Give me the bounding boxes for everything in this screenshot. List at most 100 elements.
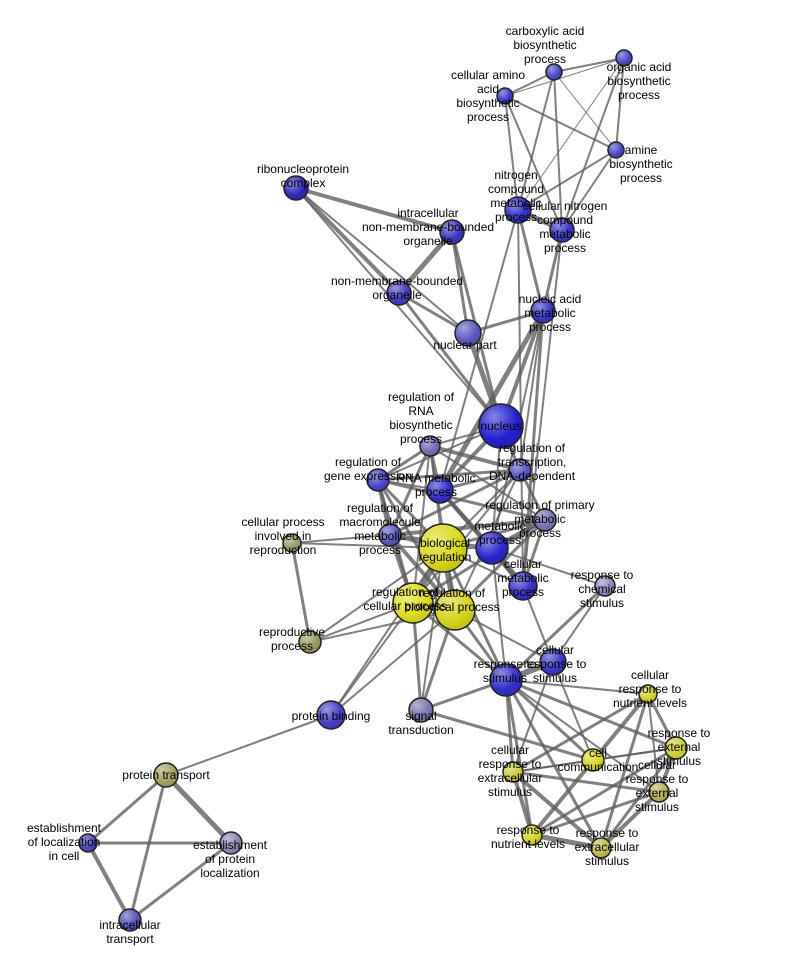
node-nmb[interactable] xyxy=(386,280,412,306)
node-inmb[interactable] xyxy=(439,219,465,245)
node-rstim[interactable] xyxy=(489,663,523,697)
node-cpir[interactable] xyxy=(282,533,302,553)
node-itrans[interactable] xyxy=(118,908,142,932)
node-rtrans[interactable] xyxy=(508,458,532,482)
node-rextr[interactable] xyxy=(590,837,612,859)
node-circle-repro[interactable] xyxy=(298,630,322,654)
node-circle-crextr[interactable] xyxy=(502,761,524,783)
node-circle-crstim[interactable] xyxy=(539,648,567,676)
node-met[interactable] xyxy=(475,531,509,565)
node-circle-crnut[interactable] xyxy=(638,684,658,704)
node-comm[interactable] xyxy=(581,748,605,772)
node-circle-nam[interactable] xyxy=(530,298,556,324)
edge-eloc-itrans xyxy=(86,841,132,922)
node-circle-nucpart[interactable] xyxy=(454,319,482,347)
node-circle-nitro[interactable] xyxy=(504,196,532,224)
node-rbio[interactable] xyxy=(434,589,476,631)
node-crstim[interactable] xyxy=(539,648,567,676)
node-circle-rext[interactable] xyxy=(664,736,688,760)
node-circle-rgene[interactable] xyxy=(366,468,390,492)
edge-org-cnitro xyxy=(561,57,625,231)
node-circle-amine[interactable] xyxy=(607,141,625,159)
edge-crextr-rextr xyxy=(511,770,603,850)
node-circle-rtrans[interactable] xyxy=(508,458,532,482)
node-pbind[interactable] xyxy=(316,700,346,730)
edge-carb-amine xyxy=(553,71,617,151)
node-circle-crext[interactable] xyxy=(648,781,670,803)
node-circle-rnam[interactable] xyxy=(426,476,454,504)
node-circle-rnp[interactable] xyxy=(283,175,309,201)
node-circle-carb[interactable] xyxy=(545,63,563,81)
node-nitro[interactable] xyxy=(504,196,532,224)
node-nucpart[interactable] xyxy=(454,319,482,347)
edge-amino-nitro xyxy=(504,95,519,211)
node-rmac[interactable] xyxy=(378,523,402,547)
node-circle-eprot[interactable] xyxy=(219,831,243,855)
node-circle-rextr[interactable] xyxy=(590,837,612,859)
node-cmet[interactable] xyxy=(508,571,538,601)
node-rnut[interactable] xyxy=(521,824,543,846)
edge-org-nitro xyxy=(517,57,625,211)
node-ptrans[interactable] xyxy=(153,762,179,788)
node-org[interactable] xyxy=(615,49,633,67)
node-circle-met[interactable] xyxy=(475,531,509,565)
node-circle-comm[interactable] xyxy=(581,748,605,772)
node-circle-amino[interactable] xyxy=(496,87,514,105)
node-rext[interactable] xyxy=(664,736,688,760)
node-amino[interactable] xyxy=(496,87,514,105)
node-circle-sigtrans[interactable] xyxy=(408,697,434,723)
node-circle-rprim[interactable] xyxy=(533,508,557,532)
edge-rext-rnut xyxy=(530,746,678,837)
node-crnut[interactable] xyxy=(638,684,658,704)
node-carb[interactable] xyxy=(545,63,563,81)
node-circle-pbind[interactable] xyxy=(316,700,346,730)
node-circle-nucleus[interactable] xyxy=(478,403,524,449)
node-circle-rchem[interactable] xyxy=(594,575,616,597)
edge-rmac-cpir xyxy=(291,534,391,544)
node-circle-itrans[interactable] xyxy=(118,908,142,932)
node-amine[interactable] xyxy=(607,141,625,159)
node-circle-rstim[interactable] xyxy=(489,663,523,697)
node-circle-eloc[interactable] xyxy=(78,833,98,853)
node-circle-cnitro[interactable] xyxy=(549,217,575,243)
node-circle-ptrans[interactable] xyxy=(153,762,179,788)
node-circle-bioreg[interactable] xyxy=(418,523,468,573)
node-circle-rmac[interactable] xyxy=(378,523,402,547)
node-repro[interactable] xyxy=(298,630,322,654)
node-circle-cpir[interactable] xyxy=(282,533,302,553)
edge-crext-rnut xyxy=(530,790,661,837)
node-circle-org[interactable] xyxy=(615,49,633,67)
node-circle-cmet[interactable] xyxy=(508,571,538,601)
node-crextr[interactable] xyxy=(502,761,524,783)
edge-pbind-ptrans xyxy=(165,714,332,776)
node-circle-rcell[interactable] xyxy=(392,582,434,624)
edge-rstim-rextr xyxy=(504,678,603,850)
node-eloc[interactable] xyxy=(78,833,98,853)
node-rcell[interactable] xyxy=(392,582,434,624)
node-eprot[interactable] xyxy=(219,831,243,855)
node-circle-rnut[interactable] xyxy=(521,824,543,846)
edge-amine-cnitro xyxy=(561,149,617,231)
node-nucleus[interactable] xyxy=(478,403,524,449)
edge-rrna-rmac xyxy=(388,444,432,537)
node-rnam[interactable] xyxy=(426,476,454,504)
node-crext[interactable] xyxy=(648,781,670,803)
edge-nitro-cmet xyxy=(517,209,524,587)
node-rrna[interactable] xyxy=(419,435,441,457)
node-rgene[interactable] xyxy=(366,468,390,492)
edge-sigtrans-comm xyxy=(419,708,595,762)
node-cnitro[interactable] xyxy=(549,217,575,243)
node-rnp[interactable] xyxy=(283,175,309,201)
edge-rnp-nucpart xyxy=(295,187,469,334)
node-rchem[interactable] xyxy=(594,575,616,597)
node-sigtrans[interactable] xyxy=(408,697,434,723)
node-rprim[interactable] xyxy=(533,508,557,532)
node-circle-rbio[interactable] xyxy=(434,589,476,631)
node-circle-inmb[interactable] xyxy=(439,219,465,245)
node-circle-nmb[interactable] xyxy=(386,280,412,306)
node-bioreg[interactable] xyxy=(418,523,468,573)
node-nam[interactable] xyxy=(530,298,556,324)
node-circle-rrna[interactable] xyxy=(419,435,441,457)
